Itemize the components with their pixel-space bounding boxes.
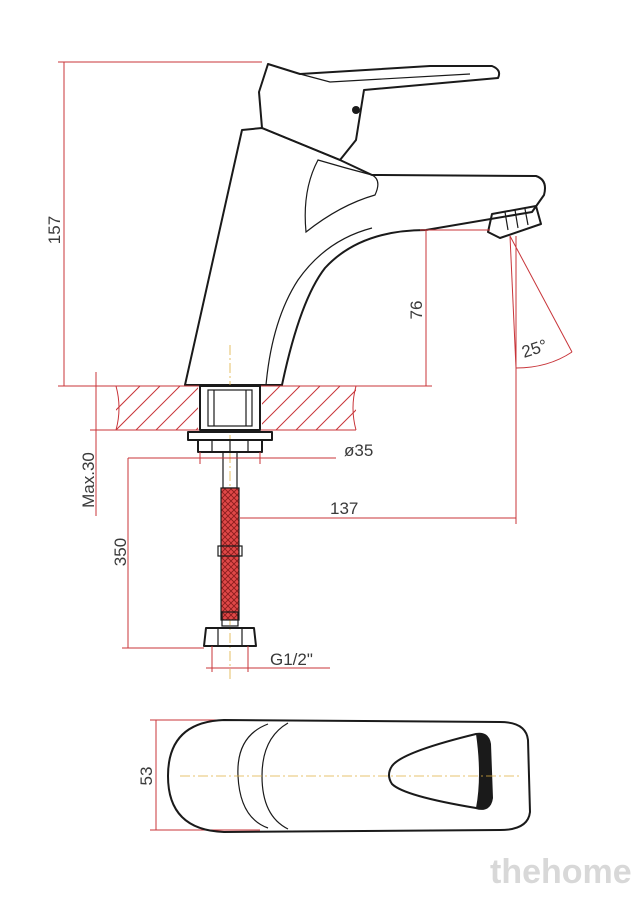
deck-break-left [115, 385, 120, 431]
watermark-text: thehome [490, 853, 632, 891]
aerator-rib [524, 208, 529, 226]
dim-base-diameter: ø35 [344, 441, 373, 460]
hose-nut [203, 627, 257, 647]
body-shadow-pocket [304, 159, 379, 234]
dim-max-thickness: Max.30 [79, 452, 98, 508]
dim-thread: G1/2" [270, 650, 313, 669]
mounting-assembly [187, 385, 273, 453]
dim-reach: 137 [330, 499, 358, 518]
faucet-body-outline [184, 127, 546, 386]
top-view-spout-opening [388, 732, 493, 810]
dim-hose-length: 350 [111, 538, 130, 566]
spout-inner-curve [265, 227, 373, 386]
dim-height-total: 157 [45, 216, 64, 244]
deck-break-right [352, 385, 357, 431]
lever-top-line [299, 73, 471, 83]
aerator [487, 205, 542, 239]
flexible-hose [203, 451, 257, 647]
faucet-top-view [167, 719, 531, 833]
lever-handle [258, 63, 501, 161]
countertop-section [115, 385, 357, 431]
dim-top-width: 53 [137, 767, 156, 786]
aerator-rib [504, 211, 509, 231]
dimension-annotations: 157 76 25° Max.30 ø35 137 350 G1/2" [45, 61, 573, 831]
dim-spout-angle: 25° [519, 336, 549, 362]
handle-screw [352, 106, 360, 114]
dim-spout-height: 76 [407, 301, 426, 320]
top-view-spout-shade [476, 733, 492, 809]
top-view-outline [167, 719, 531, 833]
aerator-rib [514, 209, 519, 229]
hose-braid [220, 487, 240, 621]
